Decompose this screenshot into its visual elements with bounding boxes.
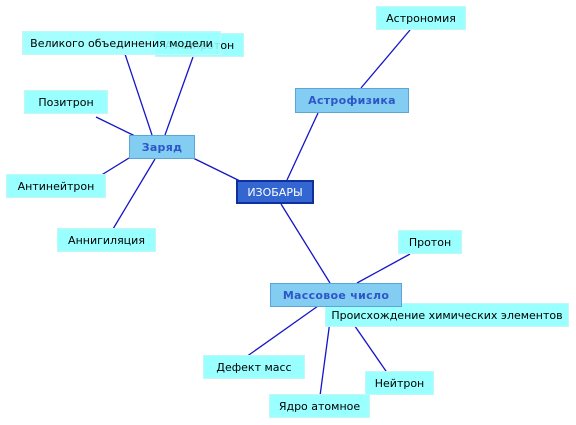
node-mass-defect[interactable]: Дефект масс (203, 355, 305, 379)
node-label: Аннигиляция (68, 233, 145, 247)
edge-center-charge (192, 157, 241, 182)
node-label: Заряд (141, 140, 183, 154)
node-label: Происхождение химических элементов (331, 308, 563, 322)
node-mass-number[interactable]: Массовое число (270, 283, 402, 307)
node-label: Ядро атомное (278, 399, 361, 413)
node-antineutron[interactable]: Антинейтрон (6, 174, 106, 198)
node-label: Великого объединения модели (30, 36, 213, 50)
node-label: Массовое число (282, 288, 390, 302)
node-label: Астрономия (386, 11, 456, 25)
node-label: Антинейтрон (17, 179, 95, 193)
edge-center-astro (286, 112, 319, 181)
node-charge[interactable]: Заряд (129, 135, 195, 159)
node-label: Дефект масс (216, 360, 292, 374)
node-isobars[interactable]: ИЗОБАРЫ (236, 180, 314, 204)
edge-charge-grand (124, 53, 153, 136)
node-label: Астрофизика (308, 94, 396, 107)
node-astronomy[interactable]: Астрономия (376, 6, 466, 30)
node-grand-unification[interactable]: Великого объединения модели (22, 31, 221, 55)
node-atomic-nucleus[interactable]: Ядро атомное (269, 394, 370, 418)
node-positron[interactable]: Позитрон (24, 90, 108, 114)
node-astrophysics[interactable]: Астрофизика (295, 88, 409, 113)
edge-charge-annihilation (112, 158, 156, 230)
edge-mass-defect (245, 305, 319, 358)
edge-charge-positron (95, 116, 136, 137)
node-neutron[interactable]: Нейтрон (365, 371, 434, 395)
node-label: Нейтрон (374, 376, 425, 390)
edge-center-mass (280, 203, 331, 284)
node-label: ИЗОБАРЫ (247, 185, 303, 199)
node-annihilation[interactable]: Аннигиляция (57, 228, 156, 252)
edge-mass-proton (356, 253, 411, 284)
node-label: Протон (408, 235, 452, 249)
edge-astro-astronomy (360, 29, 411, 89)
node-label: Позитрон (38, 95, 94, 109)
edge-charge-antiproton (164, 56, 194, 136)
node-element-origin[interactable]: Происхождение химических элементов (325, 303, 569, 327)
node-proton[interactable]: Протон (398, 230, 462, 254)
